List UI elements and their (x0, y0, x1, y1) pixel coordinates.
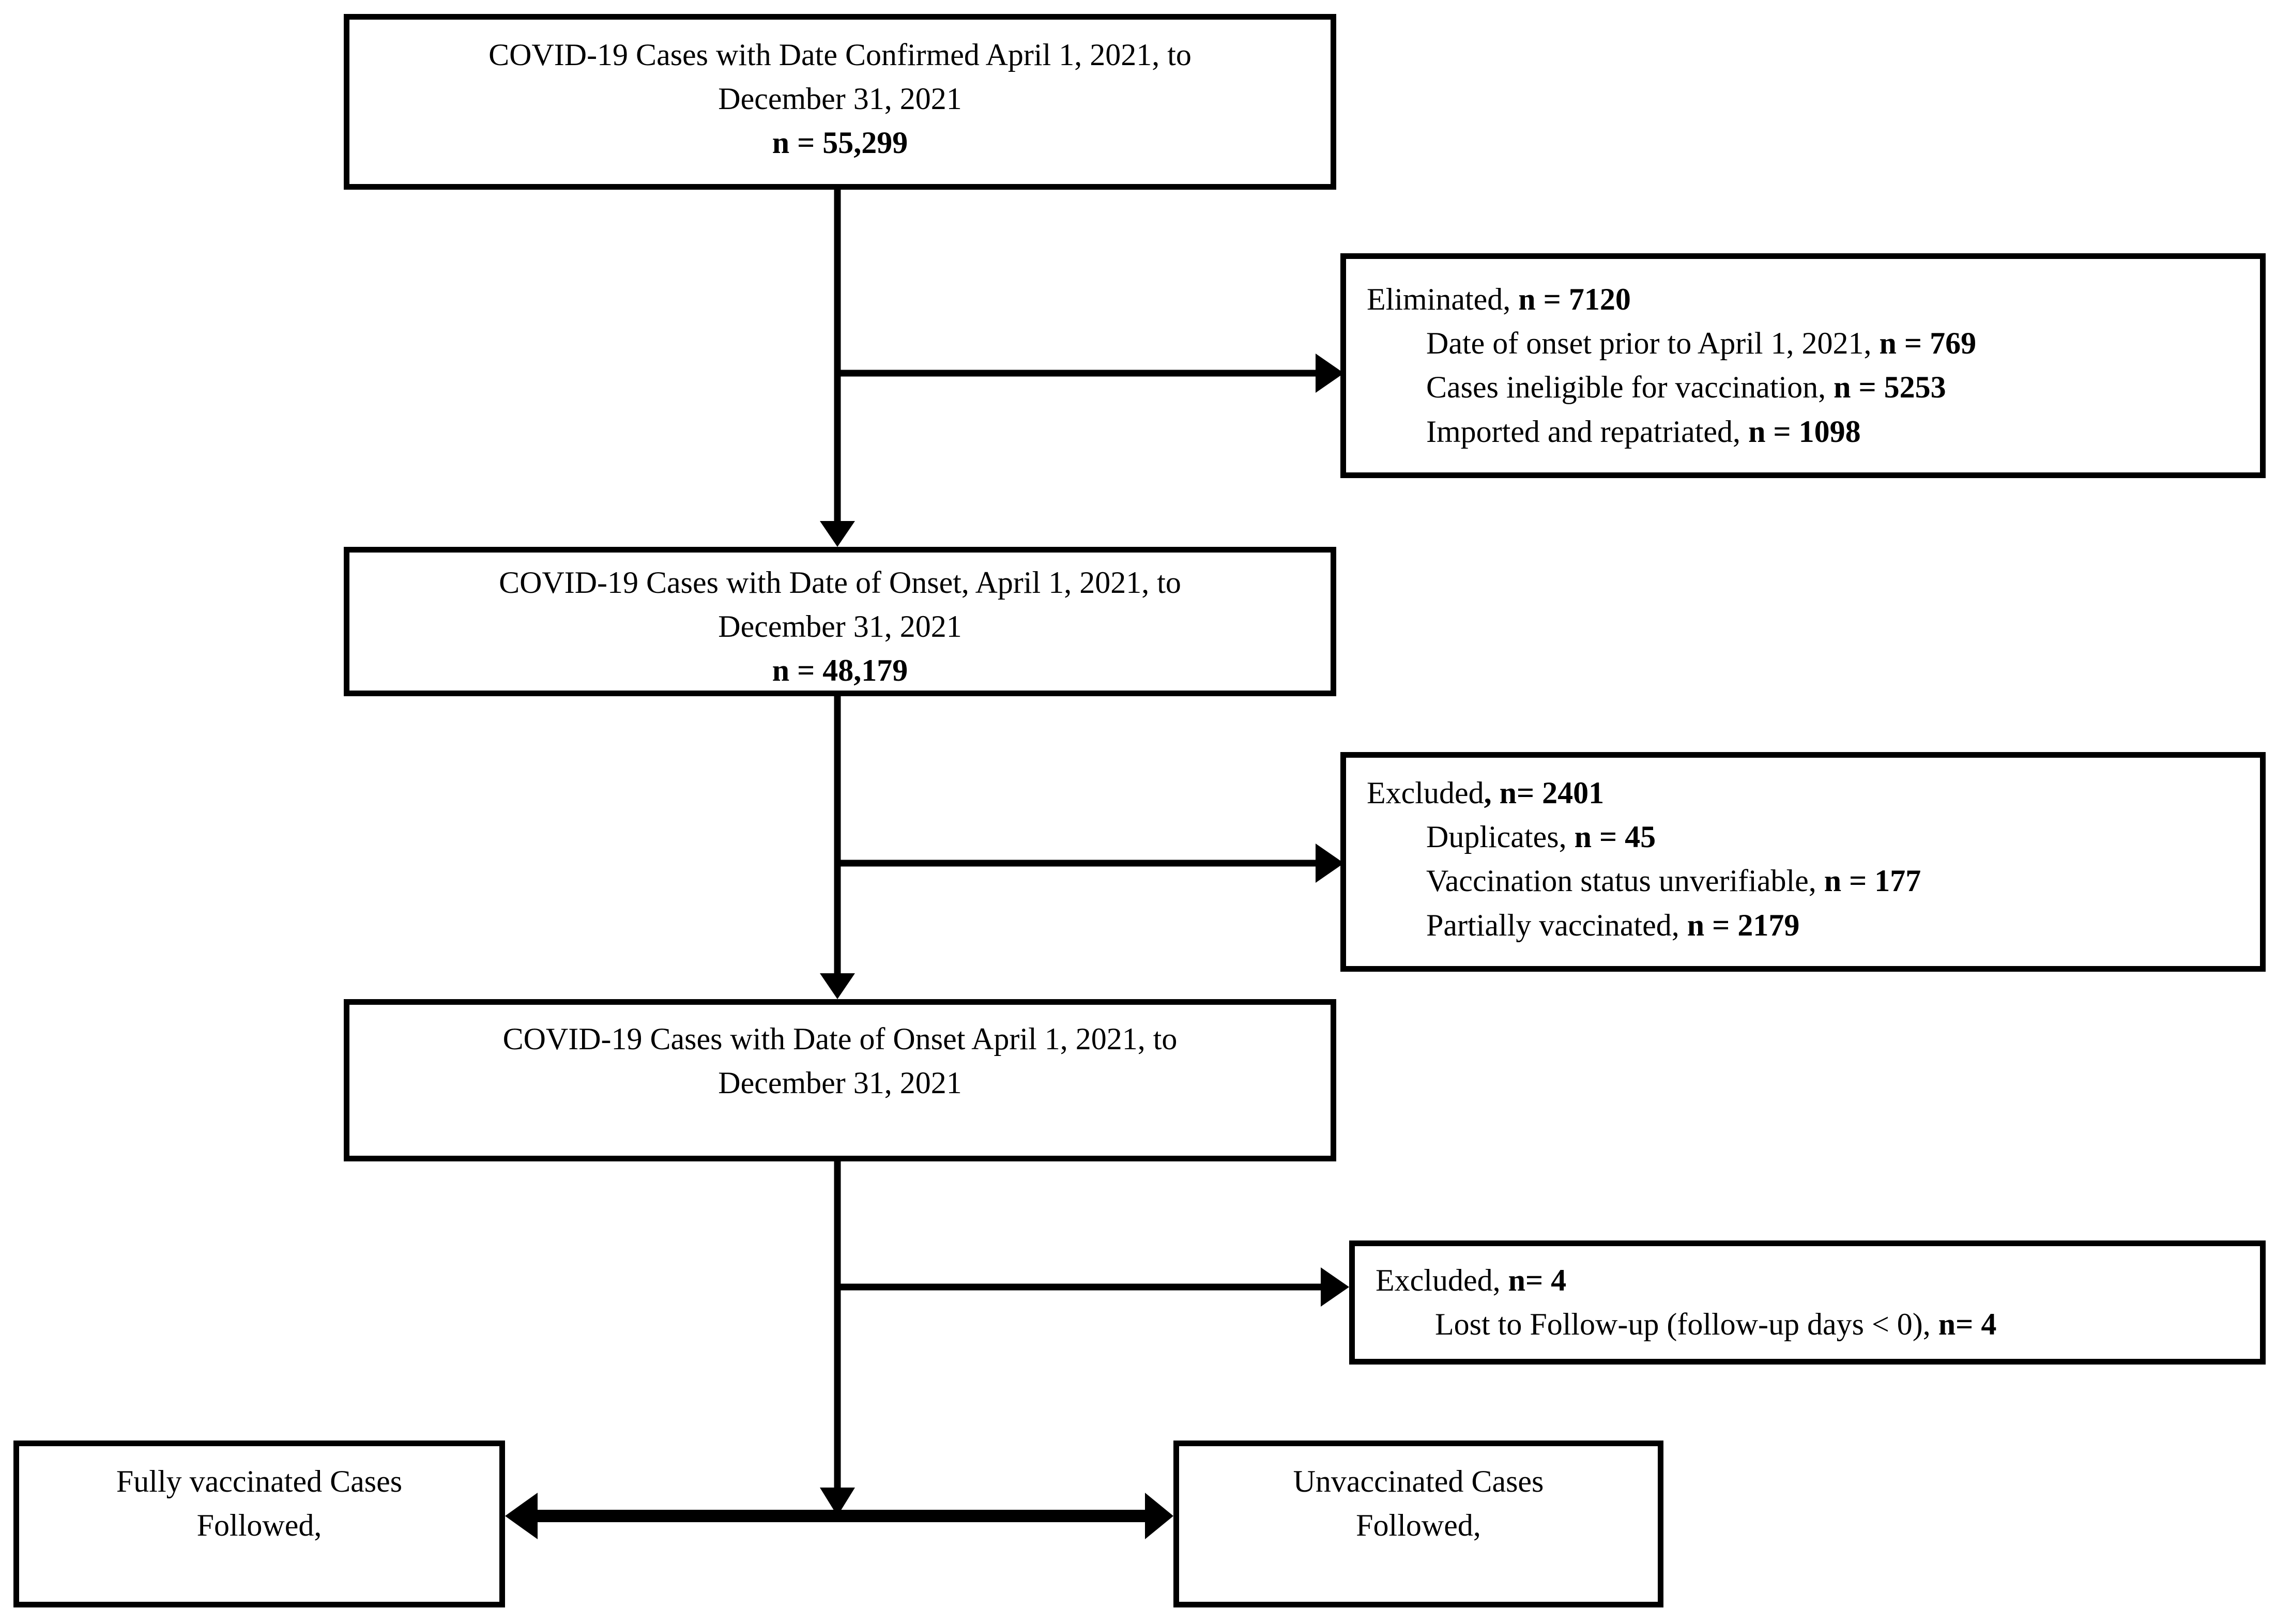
node-unvaccinated-cases: Unvaccinated Cases Followed, (1173, 1441, 1663, 1607)
bidirectional-split-arrow (505, 1493, 1173, 1539)
eliminated-item-2: Cases ineligible for vaccination, n = 52… (1367, 365, 1946, 409)
onset-cases-clean-line-2: December 31, 2021 (718, 1066, 962, 1100)
arrow-onset-to-clean (820, 696, 855, 999)
node-confirmed-cases: COVID-19 Cases with Date Confirmed April… (344, 14, 1336, 190)
excluded-1-item-2: Vaccination status unverifiable, n = 177 (1367, 859, 1921, 903)
excluded-1-item-2-value: n = 177 (1824, 864, 1921, 898)
excluded-1-item-3-value: n = 2179 (1687, 908, 1800, 942)
node-eliminated: Eliminated, n = 7120 Date of onset prior… (1340, 253, 2266, 478)
eliminated-item-1-value: n = 769 (1879, 326, 1977, 361)
excluded-1-item-1-value: n = 45 (1574, 820, 1656, 854)
confirmed-cases-line-2: December 31, 2021 (718, 82, 962, 116)
excluded-2-heading: Excluded, n= 4 (1376, 1259, 1566, 1303)
fully-vaccinated-line-1: Fully vaccinated Cases (116, 1464, 403, 1498)
arrow-confirmed-to-onset (820, 190, 855, 547)
arrow-to-excluded-1-box (837, 844, 1344, 883)
node-onset-cases-clean: COVID-19 Cases with Date of Onset April … (344, 999, 1336, 1161)
onset-cases-line-1: COVID-19 Cases with Date of Onset, April… (499, 565, 1181, 600)
excluded-2-heading-value: n= 4 (1508, 1263, 1567, 1297)
eliminated-item-3: Imported and repatriated, n = 1098 (1367, 410, 1861, 454)
excluded-1-item-3-label: Partially vaccinated, (1426, 908, 1687, 942)
excluded-1-heading: Excluded, n= 2401 (1367, 771, 1604, 815)
excluded-1-heading-label: Excluded (1367, 776, 1484, 810)
excluded-1-item-2-label: Vaccination status unverifiable, (1426, 864, 1824, 898)
arrow-to-excluded-2-box (837, 1267, 1349, 1307)
arrow-clean-to-split (820, 1161, 855, 1516)
excluded-2-item-1-label: Lost to Follow-up (follow-up days < 0), (1435, 1307, 1938, 1342)
unvaccinated-line-1: Unvaccinated Cases (1293, 1464, 1544, 1498)
confirmed-cases-line-1: COVID-19 Cases with Date Confirmed April… (488, 38, 1192, 72)
eliminated-item-2-value: n = 5253 (1834, 370, 1946, 405)
node-excluded-duplicates: Excluded, n= 2401 Duplicates, n = 45 Vac… (1340, 752, 2266, 972)
eliminated-item-3-value: n = 1098 (1748, 414, 1861, 449)
onset-cases-line-2: December 31, 2021 (718, 609, 962, 644)
excluded-1-heading-value: , n= 2401 (1484, 776, 1605, 810)
node-onset-cases: COVID-19 Cases with Date of Onset, April… (344, 547, 1336, 696)
excluded-2-item-1-value: n= 4 (1938, 1307, 1997, 1342)
eliminated-heading-label: Eliminated, (1367, 282, 1519, 316)
confirmed-cases-count: n = 55,299 (772, 126, 908, 160)
eliminated-item-3-label: Imported and repatriated, (1426, 414, 1749, 449)
excluded-1-item-3: Partially vaccinated, n = 2179 (1367, 903, 1799, 947)
excluded-2-item-1: Lost to Follow-up (follow-up days < 0), … (1376, 1303, 1996, 1346)
node-fully-vaccinated-cases: Fully vaccinated Cases Followed, (13, 1441, 505, 1607)
eliminated-item-1: Date of onset prior to April 1, 2021, n … (1367, 321, 1976, 365)
eliminated-item-2-label: Cases ineligible for vaccination, (1426, 370, 1834, 405)
excluded-2-heading-label: Excluded, (1376, 1263, 1508, 1297)
node-excluded-lost-to-followup: Excluded, n= 4 Lost to Follow-up (follow… (1349, 1240, 2266, 1365)
unvaccinated-line-2: Followed, (1356, 1508, 1481, 1543)
eliminated-heading: Eliminated, n = 7120 (1367, 278, 1631, 321)
excluded-1-item-1-label: Duplicates, (1426, 820, 1575, 854)
eliminated-heading-value: n = 7120 (1518, 282, 1631, 316)
onset-cases-clean-line-1: COVID-19 Cases with Date of Onset April … (502, 1022, 1178, 1056)
eliminated-item-1-label: Date of onset prior to April 1, 2021, (1426, 326, 1880, 361)
arrow-to-eliminated-box (837, 354, 1344, 393)
onset-cases-count: n = 48,179 (772, 653, 908, 688)
fully-vaccinated-line-2: Followed, (196, 1508, 322, 1543)
excluded-1-item-1: Duplicates, n = 45 (1367, 815, 1656, 859)
